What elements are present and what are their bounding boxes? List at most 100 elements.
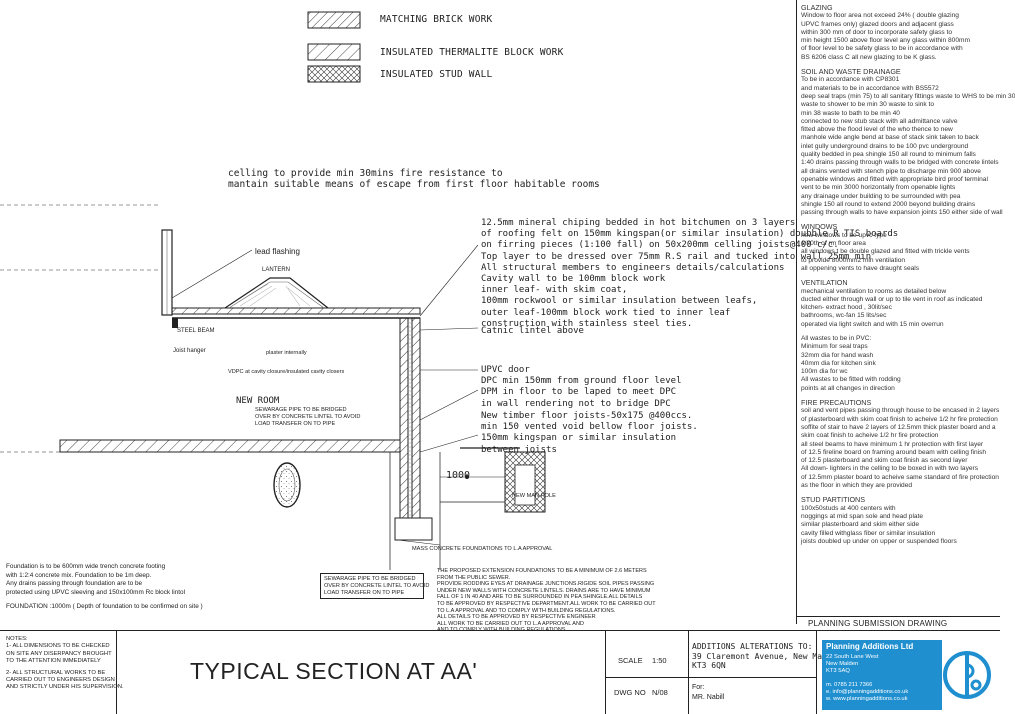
spec-line: 1/20th of rm floor area: [801, 240, 866, 248]
spec-line: cavity filled withglass fiber or similar…: [801, 529, 936, 537]
legend-swatches: [307, 11, 361, 83]
project-block: ADDITIONS ALTERATIONS TO: 39 Claremont A…: [692, 642, 847, 671]
spec-rule: [796, 616, 1000, 624]
spec-line: 1:40 drains passing through walls to be …: [801, 159, 999, 167]
spec-line: 100m dia for wc: [801, 368, 848, 376]
company-contacts: m. 0785 211 7366 e. info@planningadditio…: [826, 682, 909, 702]
for-label: For:: [692, 684, 705, 691]
spec-line: manhole wide angle bend at base of stack…: [801, 134, 979, 142]
spec-line: and materials to be in accordance with B…: [801, 84, 939, 92]
spec-line: soil and vent pipes passing through hous…: [801, 407, 1000, 415]
spec-line: of plasterboard with skim coat finish to…: [801, 415, 998, 423]
spec-line: kitchen- extract hood , 30lit/sec: [801, 304, 892, 312]
spec-line: BS 6206 class C all new glazing to be K …: [801, 53, 937, 61]
spec-section-title: WINDOWS: [801, 222, 838, 232]
dwg-value: N/08: [652, 688, 668, 697]
spec-section-title: FIRE PRECAUTIONS: [801, 398, 872, 408]
label-vdpc: VDPC at cavity closure/insulated cavity …: [228, 369, 345, 375]
label-new-room: NEW ROOM: [236, 396, 280, 406]
outer-leaf: [399, 317, 409, 519]
submission-label: PLANNING SUBMISSION DRAWING: [808, 619, 948, 628]
spec-line: UPVC frames only) glazed doors and adjac…: [801, 20, 954, 28]
divider-3: [816, 630, 817, 714]
spec-line: vent to be min 3000 horizontally from op…: [801, 184, 956, 192]
spec-line: All wastes to be fitted with rodding: [801, 376, 901, 384]
spec-line: joists doubled up under on upper or susp…: [801, 537, 957, 545]
label-lead-flashing: lead flashing: [255, 247, 300, 256]
spec-line: all steel beams to have minimum 1 hr pro…: [801, 440, 984, 448]
spec-line: as the floor in which they are provided: [801, 482, 913, 490]
scale-label: SCALE: [618, 656, 643, 665]
spec-line: mechanical ventilation to rooms as detai…: [801, 287, 947, 295]
spec-line: 100x50studs at 400 centers with: [801, 504, 896, 512]
spec-line: points at all changes in direction: [801, 384, 895, 392]
label-dim-1000: 1000: [446, 470, 471, 481]
spec-line: all windows t be double glazed and fitte…: [801, 248, 970, 256]
door-note: UPVC door DPC min 150mm from ground floo…: [481, 365, 682, 409]
company-logo-icon: [943, 651, 991, 699]
brick-swatch: [307, 11, 361, 29]
foundation: [394, 517, 433, 541]
label-sewage-inner: SEWARAGE PIPE TO BE BRIDGED OVER BY CONC…: [255, 407, 361, 427]
company-name: Planning Additions Ltd: [826, 642, 914, 651]
spec-section-title: GLAZING: [801, 3, 833, 12]
spec-line: Window to floor area not exceed 24% ( do…: [801, 12, 959, 20]
spec-line: openable windows and fitted with appropr…: [801, 175, 988, 183]
client-name: MR. Nabill: [692, 694, 725, 701]
sewage-box: SEWARAGE PIPE TO BE BRIDGED OVER BY CONC…: [320, 573, 429, 599]
spec-line: shingle 150 all round to extend 2000 bey…: [801, 200, 976, 208]
spec-line: min height 1500 above floor level any gl…: [801, 37, 970, 45]
spec-line: All down- lighters in the celling to be …: [801, 465, 979, 473]
company-address: 22 South Lane West New Malden KT3 5AQ: [826, 654, 879, 674]
label-mass-concrete: MASS CONCRETE FOUNDATIONS TO L.A APPROVA…: [412, 546, 553, 552]
divider-h: [605, 677, 817, 678]
label-manhole: NEW MAN HOLE: [512, 493, 556, 499]
spec-line: inlet gully underground drains to be 100…: [801, 142, 969, 150]
scale-value: 1:50: [652, 656, 667, 665]
spec-line: to provide 8000mm2 min ventilation: [801, 256, 906, 264]
spec-line: operated via light switch and with 15 mi…: [801, 320, 944, 328]
spec-line: All wastes to be in PVC:: [801, 334, 872, 342]
spec-line: deep seal traps (min 75) to all sanitary…: [801, 92, 1015, 100]
company-block: Planning Additions Ltd 22 South Lane Wes…: [822, 640, 992, 710]
label-plaster: plaster internally: [266, 350, 307, 356]
spec-line: any drainage under building to be surrou…: [801, 192, 961, 200]
spec-line: 40mm dia for kitchen sink: [801, 359, 876, 367]
ceiling-note: celling to provide min 30mins fire resis…: [228, 168, 600, 191]
floor-slab: [59, 439, 401, 453]
company-panel: [822, 640, 942, 710]
notes-text: NOTES: 1- ALL DIMENSIONS TO BE CHECKED O…: [6, 636, 124, 691]
spec-line: passing through walls to have expansion …: [801, 209, 1003, 217]
spec-line: connected to new stub stack with all adm…: [801, 117, 958, 125]
flat-roof: [171, 307, 421, 315]
spec-line: of 12.5mm plaster board to acheive same …: [801, 473, 999, 481]
stud-swatch: [307, 65, 361, 83]
spec-line: fitted above the flood level of the who …: [801, 126, 953, 134]
spec-line: all drains vented with stench pipe to di…: [801, 167, 981, 175]
spec-line: of floor level to be safety glass to be …: [801, 45, 963, 53]
spec-section-title: STUD PARTITIONS: [801, 495, 866, 505]
spec-line: ducted either through wall or up to tile…: [801, 295, 983, 303]
divider-2: [688, 630, 689, 714]
spec-line: similar plasterboard and skim either sid…: [801, 521, 920, 529]
spec-line: of 12.5 plasterboard and skim coat finis…: [801, 457, 968, 465]
label-joist-hanger: Joist hanger: [173, 348, 206, 354]
legend-label-stud: INSULATED STUD WALL: [380, 69, 493, 80]
spec-line: within 300 mm of door to incorporate saf…: [801, 28, 952, 36]
lintel-note: Catnic lintel above: [481, 326, 584, 336]
spec-line: To be in accordance with CP8301: [801, 76, 900, 84]
foundation-note: Foundation is to be 600mm wide trench co…: [6, 563, 203, 611]
label-lantern: LANTERN: [262, 267, 291, 273]
spec-line: of 12.5 fireline board on framing around…: [801, 448, 987, 456]
divider-1: [605, 630, 606, 714]
spec-line: soffite of stair to have 2 layers of 12.…: [801, 423, 996, 431]
roof-note: 12.5mm mineral chiping bedded in hot bit…: [481, 218, 899, 273]
inner-leaf: [411, 317, 421, 519]
spec-line: new windows to be upvc type: [801, 231, 887, 239]
